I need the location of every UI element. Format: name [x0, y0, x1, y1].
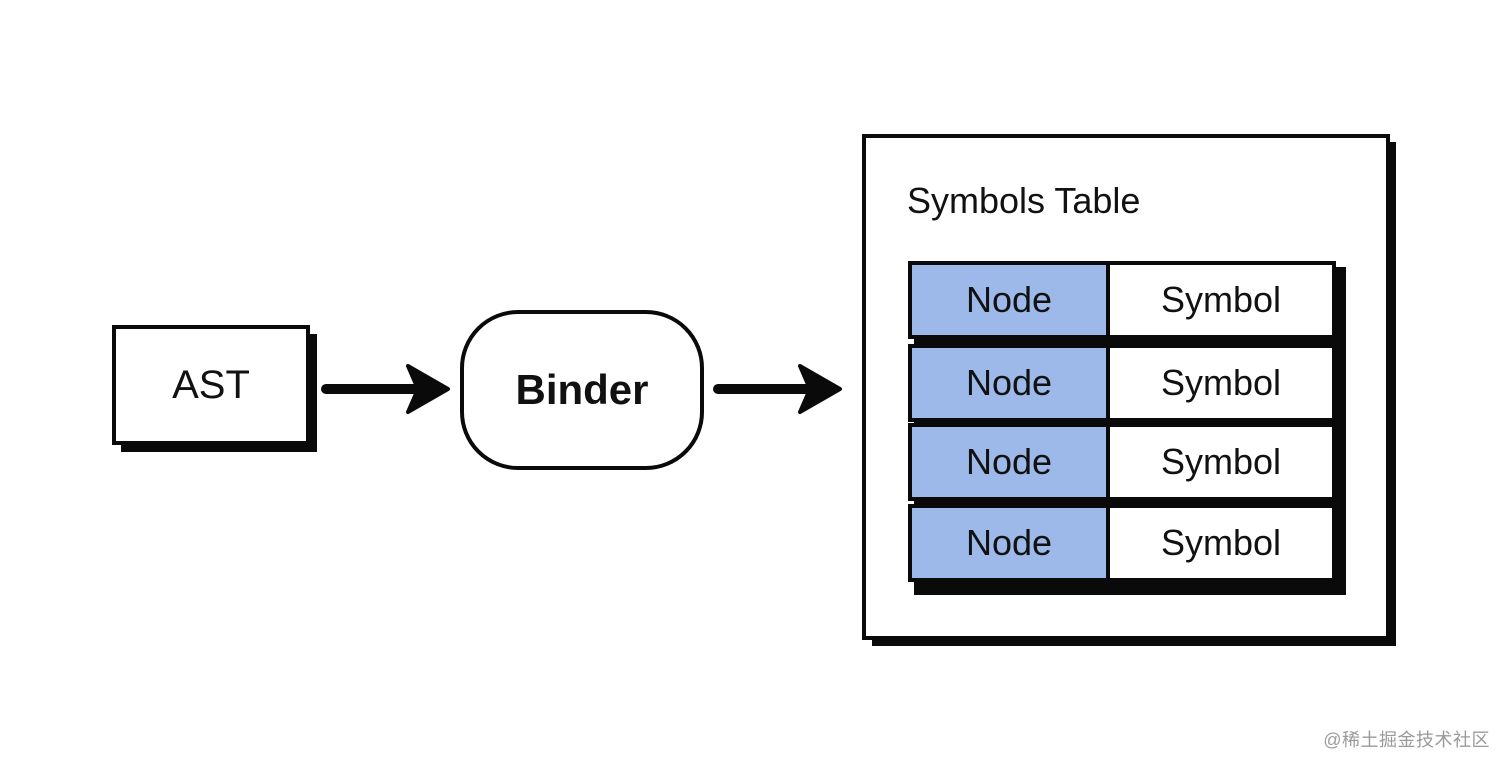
ast-label: AST — [172, 362, 250, 407]
symbols-table-title: Symbols Table — [907, 180, 1141, 221]
symbol-cell: Symbol — [1160, 279, 1282, 320]
symbol-cell: Symbol — [1160, 441, 1282, 482]
node-cell: Node — [912, 265, 1110, 335]
ast-box: AST — [112, 325, 310, 445]
table-row: Node Symbol — [908, 504, 1336, 582]
arrow-ast-to-binder — [321, 364, 450, 414]
arrow-binder-to-table — [713, 364, 842, 414]
node-cell: Node — [912, 508, 1110, 578]
binder-label: Binder — [515, 366, 649, 413]
binder-box: Binder — [460, 310, 704, 470]
table-row: Node Symbol — [908, 261, 1336, 339]
watermark-text: @稀土掘金技术社区 — [1323, 730, 1490, 750]
symbol-cell: Symbol — [1160, 522, 1282, 563]
table-row: Node Symbol — [908, 344, 1336, 422]
table-row: Node Symbol — [908, 423, 1336, 501]
node-cell: Node — [912, 348, 1110, 418]
symbol-cell: Symbol — [1160, 362, 1282, 403]
node-cell: Node — [912, 427, 1110, 497]
